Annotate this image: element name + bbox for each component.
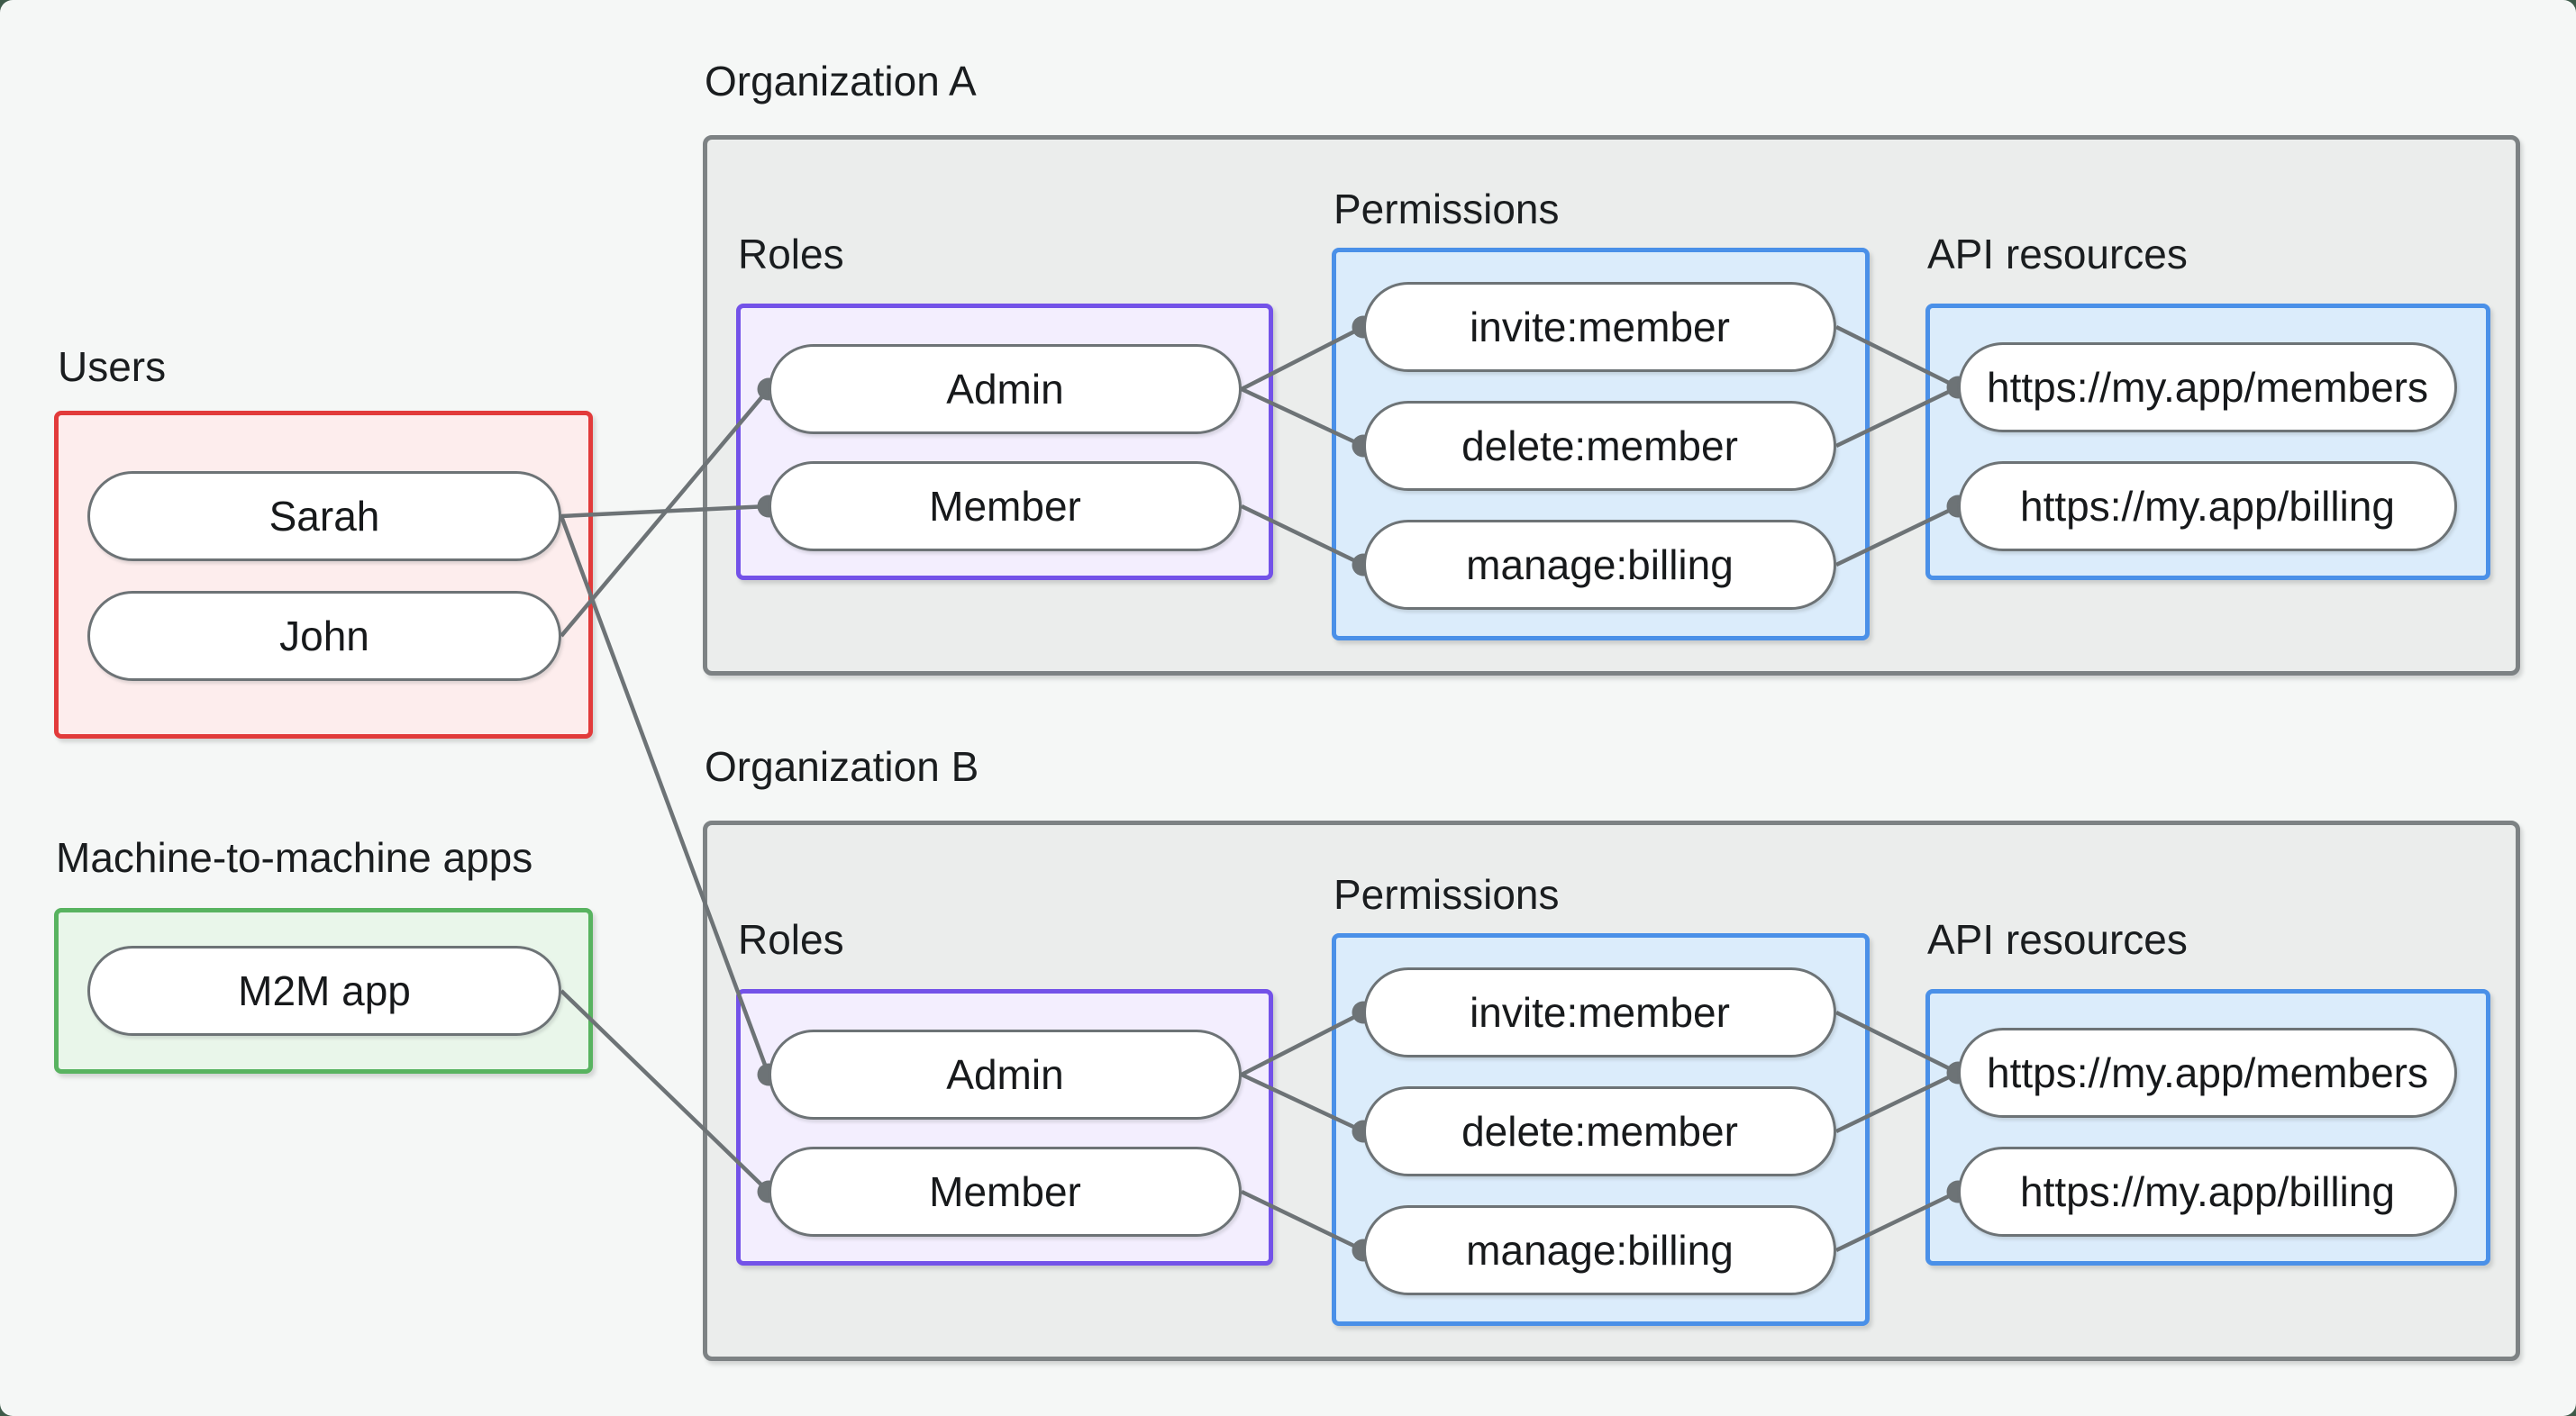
node-members-api-a: https://my.app/members (1958, 342, 2457, 432)
node-manage-a: manage:billing (1363, 520, 1836, 610)
node-invite-b: invite:member (1363, 967, 1836, 1057)
roles-b-label: Roles (738, 916, 844, 963)
node-admin-a: Admin (769, 344, 1242, 434)
group-users-group (54, 411, 593, 739)
permissions-a-label: Permissions (1334, 186, 1560, 232)
node-delete-a: delete:member (1363, 401, 1836, 491)
roles-a-label: Roles (738, 231, 844, 277)
node-john: John (87, 591, 561, 681)
node-member-a: Member (769, 461, 1242, 551)
node-admin-b: Admin (769, 1030, 1242, 1120)
org-a-label: Organization A (705, 58, 977, 104)
node-invite-a: invite:member (1363, 282, 1836, 372)
node-sarah: Sarah (87, 471, 561, 561)
node-delete-b: delete:member (1363, 1086, 1836, 1176)
api-b-label: API resources (1927, 916, 2188, 963)
org-b-label: Organization B (705, 743, 979, 790)
node-m2m-app: M2M app (87, 946, 561, 1036)
permissions-b-label: Permissions (1334, 871, 1560, 918)
node-member-b: Member (769, 1147, 1242, 1237)
node-manage-b: manage:billing (1363, 1205, 1836, 1295)
node-members-api-b: https://my.app/members (1958, 1028, 2457, 1118)
node-billing-api-b: https://my.app/billing (1958, 1147, 2457, 1237)
node-billing-api-a: https://my.app/billing (1958, 461, 2457, 551)
api-a-label: API resources (1927, 231, 2188, 277)
users-label: Users (58, 343, 167, 390)
m2m-label: Machine-to-machine apps (56, 834, 533, 881)
